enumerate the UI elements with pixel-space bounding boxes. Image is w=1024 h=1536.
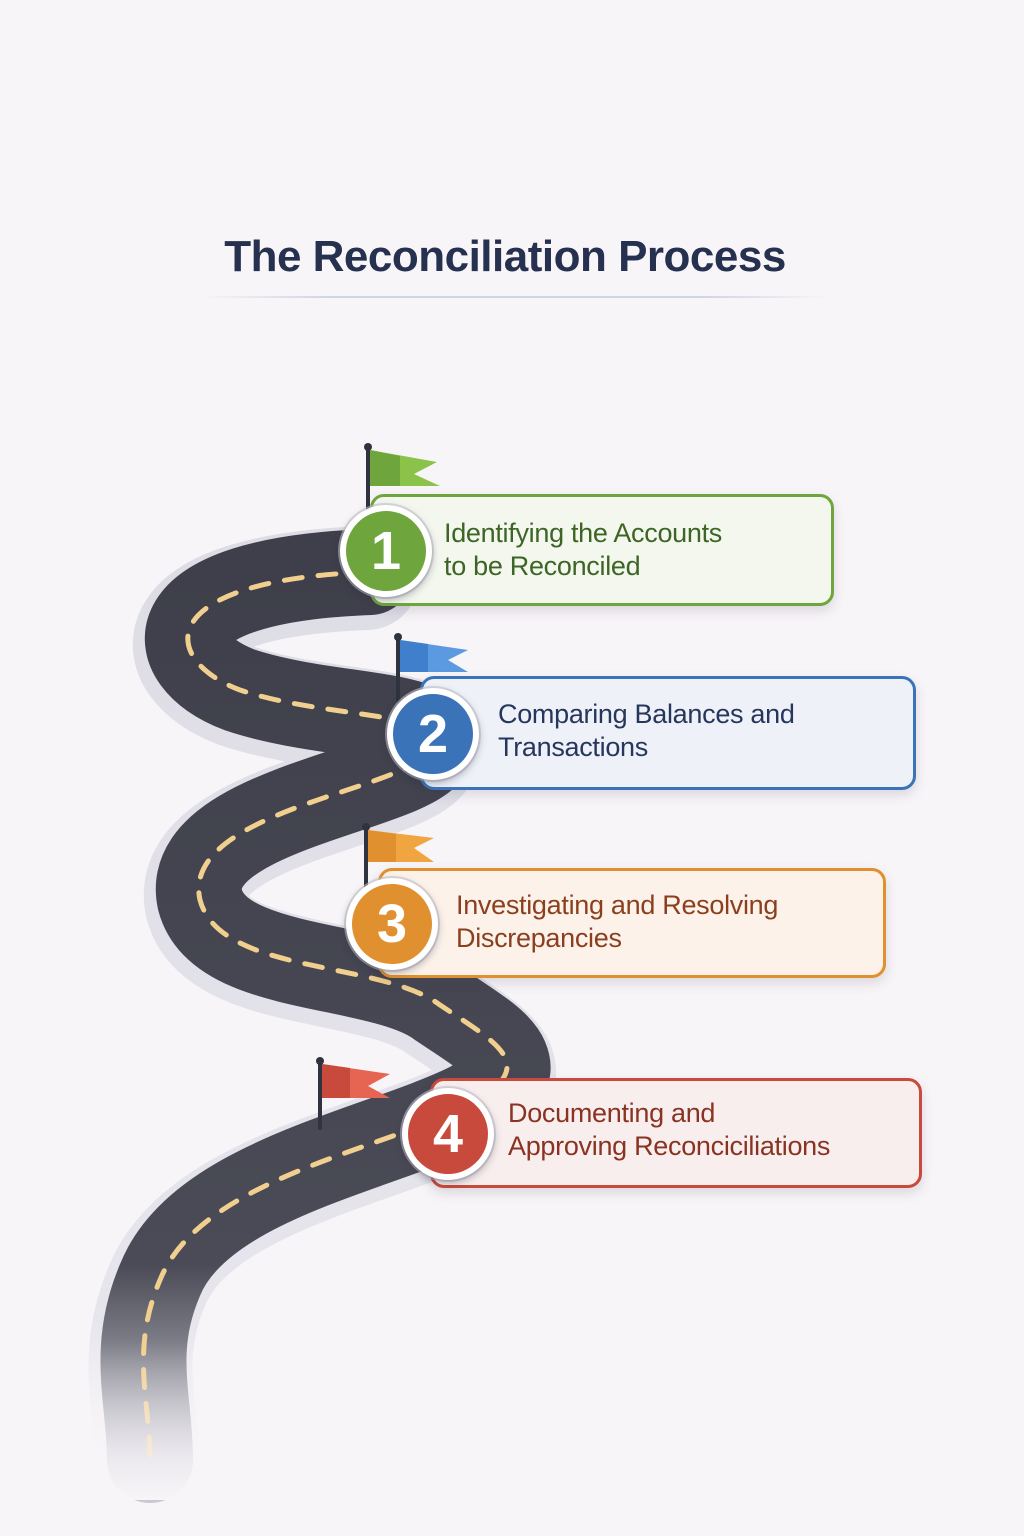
step-4-card bbox=[430, 1078, 922, 1188]
page-title: The Reconciliation Process bbox=[224, 232, 786, 281]
step-1-label: Identifying the Accounts to be Reconcile… bbox=[444, 518, 722, 581]
step-3-card bbox=[378, 868, 886, 978]
step-1-card bbox=[370, 494, 834, 606]
step-2-card bbox=[420, 676, 916, 790]
step-3-label: Investigating and Resolving Discrepancie… bbox=[456, 890, 779, 953]
step-3-number-badge: 3 bbox=[346, 878, 438, 970]
flag-orange bbox=[362, 823, 434, 894]
flag-red bbox=[316, 1057, 390, 1130]
road-center-line bbox=[140, 569, 510, 1463]
title-divider bbox=[200, 296, 830, 298]
step-2-number-badge: 2 bbox=[387, 688, 479, 780]
flag-blue bbox=[394, 633, 468, 702]
step-1-number-badge: 1 bbox=[340, 505, 432, 597]
step-4-number-badge: 4 bbox=[402, 1088, 494, 1180]
step-2-label: Comparing Balances and Transactions bbox=[498, 699, 795, 762]
step-4-label: Documenting and Approving Reconciciliati… bbox=[508, 1098, 831, 1161]
